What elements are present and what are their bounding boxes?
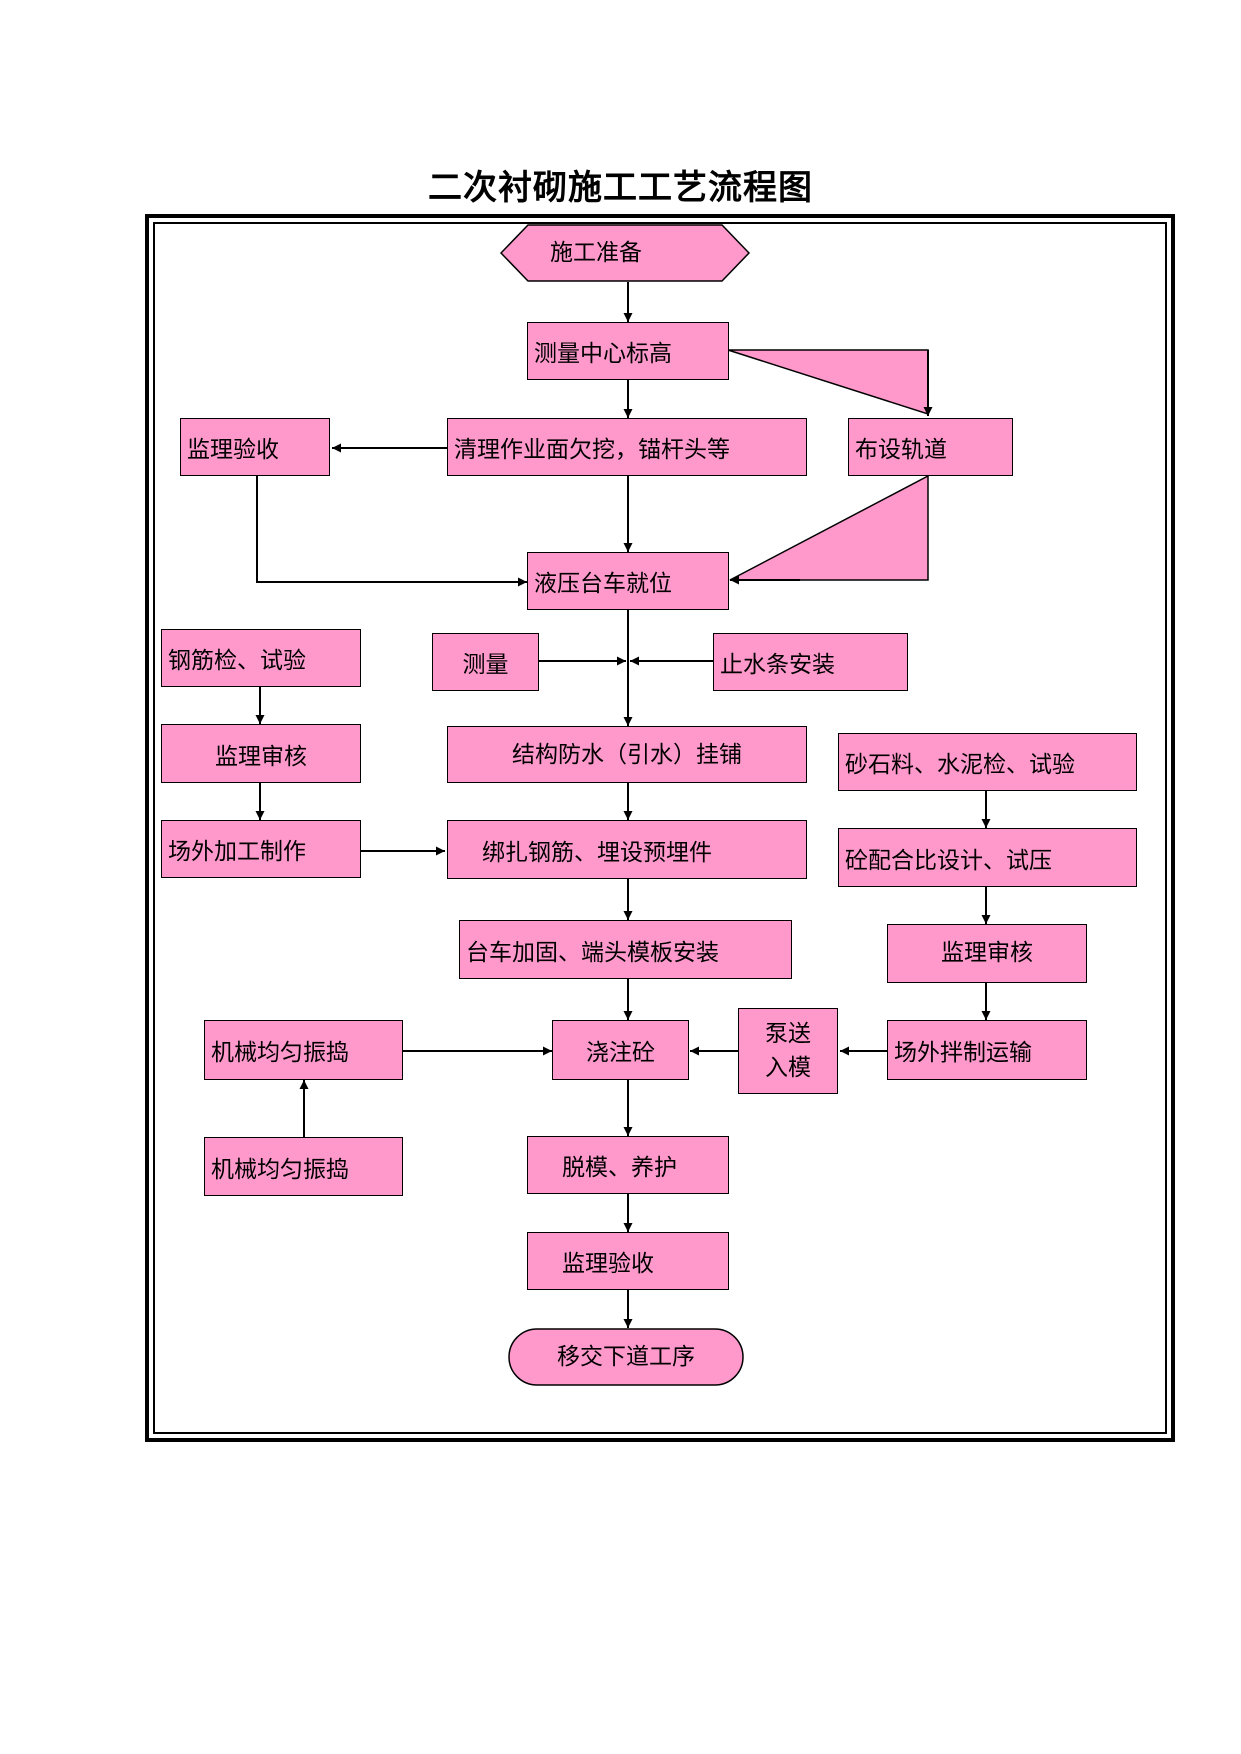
node-supervision-accept-2: 监理验收 (527, 1232, 729, 1290)
node-pump: 泵送 入模 (738, 1008, 838, 1094)
node-waterstop-install: 止水条安装 (713, 633, 908, 691)
diagram-frame-outer (145, 214, 1175, 1442)
node-offsite-fabrication: 场外加工制作 (161, 820, 361, 878)
node-measure: 测量 (432, 633, 539, 691)
diagram-frame-inner (153, 222, 1167, 1434)
node-trolley-position: 液压台车就位 (527, 552, 729, 610)
node-pour-concrete: 浇注砼 (552, 1020, 689, 1080)
node-demold-cure: 脱模、养护 (527, 1136, 729, 1194)
node-start-label: 施工准备 (550, 240, 642, 266)
node-trolley-reinforce: 台车加固、端头模板安装 (459, 920, 792, 979)
edge-survey-to-track-wedge (727, 349, 929, 416)
node-end-label: 移交下道工序 (557, 1344, 695, 1370)
node-supervision-review-2: 监理审核 (887, 924, 1087, 983)
node-clean-surface: 清理作业面欠挖，锚杆头等 (447, 418, 807, 476)
node-end: 移交下道工序 (508, 1328, 744, 1386)
node-waterproof-hang: 结构防水（引水）挂铺 (447, 726, 807, 783)
node-lay-track: 布设轨道 (848, 418, 1013, 476)
node-supervision-review-1: 监理审核 (161, 724, 361, 783)
edge-track-to-trolley-wedge (729, 474, 929, 581)
node-start: 施工准备 (500, 224, 750, 282)
hexagon-shape (500, 224, 750, 282)
pill-shape (508, 1328, 744, 1386)
node-offsite-mixing: 场外拌制运输 (887, 1020, 1087, 1080)
node-mix-design: 砼配合比设计、试压 (838, 828, 1137, 887)
node-survey-center: 测量中心标高 (527, 322, 729, 380)
page-title: 二次衬砌施工工艺流程图 (428, 168, 813, 208)
node-supervision-accept-1: 监理验收 (180, 418, 330, 476)
edge-supervision-to-trolley (256, 476, 527, 587)
node-vibrate-2: 机械均匀振捣 (204, 1137, 403, 1196)
node-aggregate-test: 砂石料、水泥检、试验 (838, 733, 1137, 791)
node-bind-rebar: 绑扎钢筋、埋设预埋件 (447, 820, 807, 879)
node-rebar-test: 钢筋检、试验 (161, 629, 361, 687)
node-vibrate-1: 机械均匀振捣 (204, 1020, 403, 1080)
